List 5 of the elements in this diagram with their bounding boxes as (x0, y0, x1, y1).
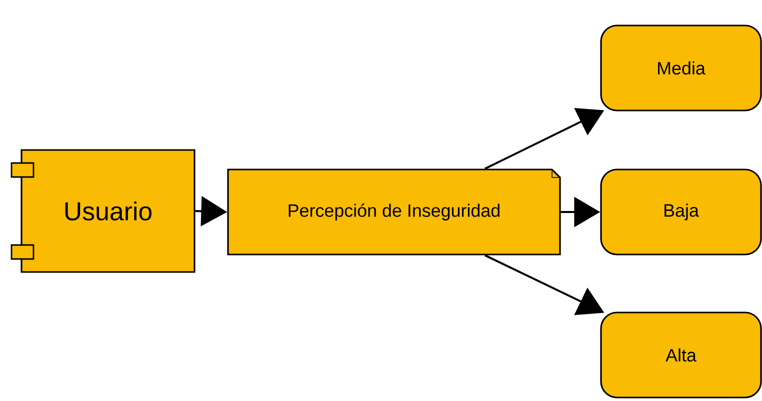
note-box: Percepción de Inseguridad (227, 168, 561, 256)
rounded-box: Baja (600, 168, 762, 256)
rounded-box: Alta (600, 312, 762, 398)
rounded-box: Media (600, 24, 762, 112)
component-box: Usuario (10, 149, 196, 273)
